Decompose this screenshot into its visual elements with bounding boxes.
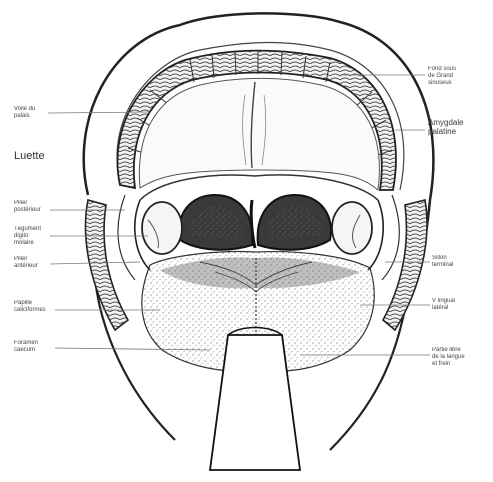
label-sinus: Fond sous de Grand sinuseux bbox=[428, 66, 456, 87]
tonsil-left bbox=[142, 202, 182, 254]
soft-palate-arch bbox=[140, 175, 378, 200]
label-papille: Papille caliciformes bbox=[14, 300, 46, 314]
tonsil-right bbox=[332, 202, 372, 254]
label-luette: Luette bbox=[14, 150, 45, 162]
label-right-5: Partie libre de la langue et frein bbox=[432, 347, 465, 368]
hard-palate bbox=[139, 78, 379, 190]
label-right-3: Sillon terminal bbox=[432, 255, 453, 269]
label-foramen: Foramen caecum bbox=[14, 340, 38, 354]
label-pilier-post: Pilier postérieur bbox=[14, 200, 41, 214]
label-tonsil: Tégument digito molaire bbox=[14, 226, 41, 247]
lower-teeth-right bbox=[383, 200, 427, 330]
lower-teeth-left bbox=[86, 200, 128, 330]
label-right-4: V lingual latéral bbox=[432, 298, 455, 312]
label-amygdale: Amygdale palatine bbox=[428, 118, 464, 136]
label-voile: Voile du palais bbox=[14, 106, 35, 120]
label-pilier-ant: Pilier antérieur bbox=[14, 256, 38, 270]
